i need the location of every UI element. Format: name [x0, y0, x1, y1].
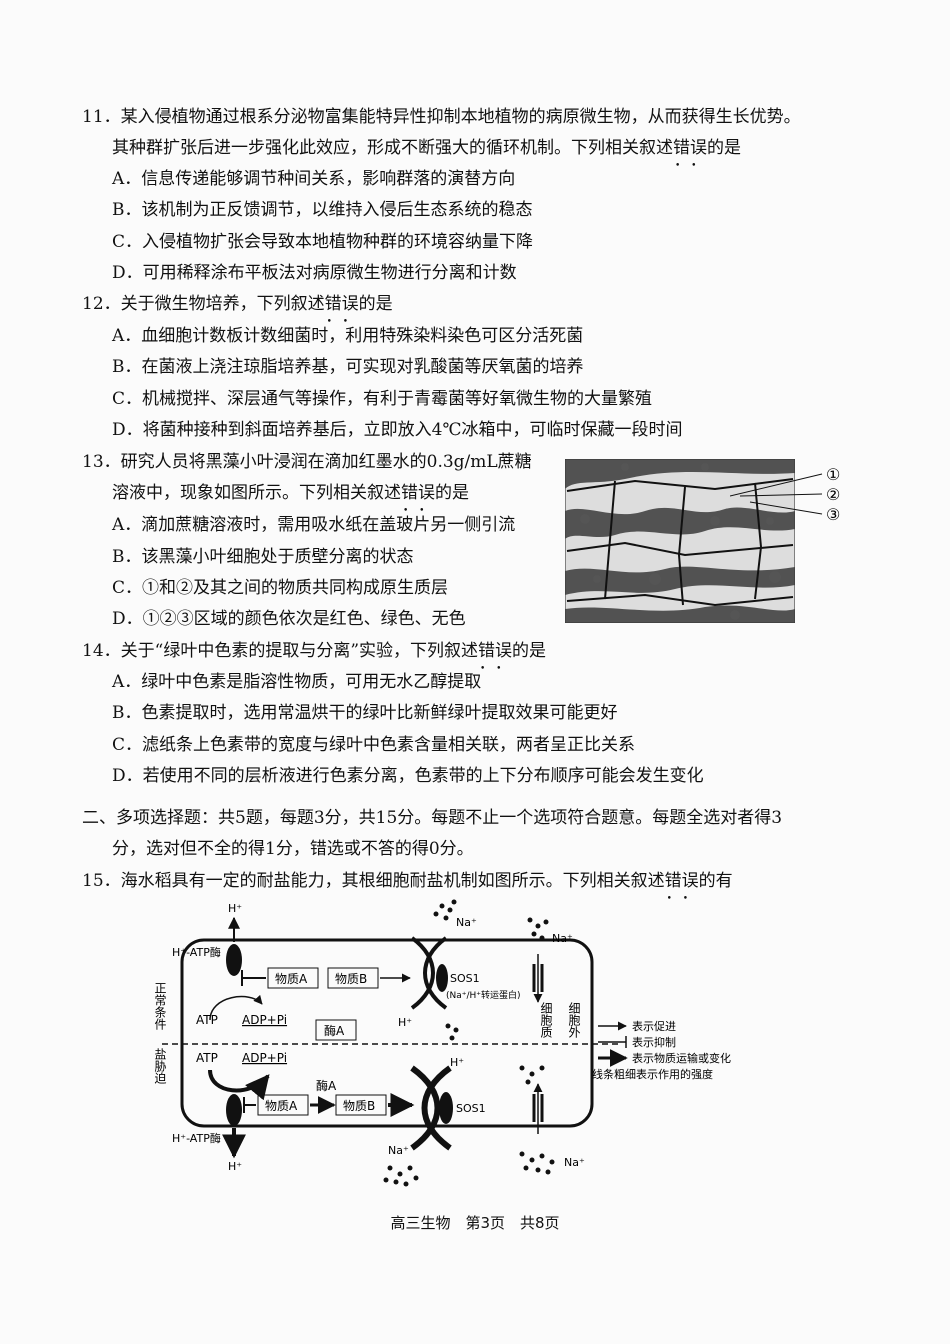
q14-option-a: A．绿叶中色素是脂溶性物质，可用无水乙醇提取: [112, 672, 482, 692]
label-salt: 盐胁迫: [153, 1048, 167, 1085]
q12-stem: 12．关于微生物培养，下列叙述错误的是: [82, 293, 393, 333]
q11-stem-end: 的是: [707, 138, 741, 158]
substance-a-top-box: [267, 967, 319, 989]
h-plus-bottom: H⁺: [228, 1160, 242, 1173]
sos1-bottom: SOS1: [456, 1102, 486, 1115]
q13-option-a: A．滴加蔗糖溶液时，需用吸水纸在盖玻片另一侧引流: [112, 515, 516, 535]
label-normal: 正常条件: [153, 982, 167, 1030]
plasmolysis-micrograph: [565, 459, 795, 623]
substance-b-bottom: 物质B: [343, 1099, 375, 1113]
q13-option-d: D．①②③区域的颜色依次是红色、绿色、无色: [112, 609, 466, 629]
adp-pi-top: ADP+Pi: [242, 1013, 287, 1027]
label-cytoplasm: 细胞质: [539, 1002, 553, 1038]
q14-option-d: D．若使用不同的层析液进行色素分离，色素带的上下分布顺序可能会发生变化: [112, 766, 704, 786]
q13-stem-line2: 溶液中，现象如图所示。下列相关叙述错误的是: [112, 482, 469, 522]
enzyme-a-bottom: 酶A: [316, 1078, 337, 1093]
q15-stem-text: 15．海水稻具有一定的耐盐能力，其根细胞耐盐机制如图所示。下列相关叙述: [82, 871, 665, 891]
h-atpase-bottom-shape: [226, 1094, 242, 1126]
q12-option-a: A．血细胞计数板计数细菌时，利用特殊染料染色可区分活死菌: [112, 326, 584, 346]
legend-promote: 表示促进: [632, 1019, 676, 1033]
substance-b-bottom-box: [335, 1094, 387, 1116]
q13-stem-end: 的是: [435, 483, 469, 503]
h-plus-sos1-top: H⁺: [398, 1016, 412, 1029]
substance-b-top: 物质B: [335, 972, 367, 986]
page-footer: 高三生物 第3页 共8页: [390, 1214, 560, 1232]
q15-stem: 15．海水稻具有一定的耐盐能力，其根细胞耐盐机制如图所示。下列相关叙述错误的有: [82, 870, 733, 910]
q14-stem: 14．关于“绿叶中色素的提取与分离”实验，下列叙述错误的是: [82, 640, 547, 680]
q15-emphasis: 错误: [665, 870, 699, 910]
h-atpase-top-shape: [226, 944, 242, 976]
q13-emphasis: 错误: [401, 482, 435, 522]
q15-stem-end: 的有: [698, 871, 733, 891]
sos1-top: SOS1: [450, 972, 480, 985]
label-2: ②: [826, 485, 840, 504]
q13-stem-text: 溶液中，现象如图所示。下列相关叙述: [112, 483, 401, 503]
atp-top: ATP: [196, 1013, 218, 1027]
enzyme-a-top-box: [315, 1019, 357, 1041]
substance-a-bottom: 物质A: [265, 1099, 298, 1113]
q14-stem-end: 的是: [512, 641, 547, 661]
q14-stem-text: 14．关于“绿叶中色素的提取与分离”实验，下列叙述: [82, 641, 479, 661]
enzyme-a-top: 酶A: [324, 1023, 345, 1038]
h-plus-top: H⁺: [228, 902, 242, 915]
q11-stem-line1: 11．某入侵植物通过根系分泌物富集能特异性抑制本地植物的病原微生物，从而获得生长…: [82, 107, 801, 127]
q14-option-b: B．色素提取时，选用常温烘干的绿叶比新鲜绿叶提取效果可能更好: [112, 703, 618, 723]
h-plus-sos1-bottom: H⁺: [450, 1056, 464, 1069]
q11-option-b: B．该机制为正反馈调节，以维持入侵后生态系统的稳态: [112, 200, 533, 220]
label-1: ①: [826, 465, 840, 484]
h-atpase-bottom-label: H⁺-ATP酶: [172, 1132, 221, 1145]
q12-emphasis: 错误: [325, 293, 359, 333]
legend-transport: 表示物质运输或变化: [632, 1051, 731, 1065]
h-atpase-top-label: H⁺-ATP酶: [172, 946, 221, 959]
q14-option-c: C．滤纸条上色素带的宽度与绿叶中色素含量相关联，两者呈正比关系: [112, 735, 636, 755]
q12-stem-text: 12．关于微生物培养，下列叙述: [82, 294, 325, 314]
q12-option-d: D．将菌种接种到斜面培养基后，立即放入4℃冰箱中，可临时保藏一段时间: [112, 420, 683, 440]
q12-option-c: C．机械搅拌、深层通气等操作，有利于青霉菌等好氧微生物的大量繁殖: [112, 389, 653, 409]
na-plus-bottom: Na⁺: [388, 1144, 409, 1157]
q11-stem-line2: 其种群扩张后进一步强化此效应，形成不断强大的循环机制。下列相关叙述错误的是: [112, 137, 741, 177]
cell-membrane: [180, 938, 594, 1128]
micrograph-labels: ① ② ③: [730, 465, 840, 522]
q11-option-a: A．信息传递能够调节种间关系，影响群落的演替方向: [112, 169, 516, 189]
q14-emphasis: 错误: [478, 640, 512, 680]
na-plus-bottom-right: Na⁺: [564, 1156, 585, 1169]
q11-stem-text: 其种群扩张后进一步强化此效应，形成不断强大的循环机制。下列相关叙述: [112, 138, 673, 158]
label-3: ③: [826, 505, 840, 522]
sos1-note: (Na⁺/H⁺转运蛋白): [446, 989, 521, 1001]
label-outside: 细胞外: [567, 1002, 581, 1038]
adp-pi-bottom: ADP+Pi: [242, 1051, 287, 1065]
substance-a-top: 物质A: [275, 972, 308, 986]
section2-line2: 分，选对但不全的得1分，错选或不答的得0分。: [112, 839, 474, 859]
na-plus-top: Na⁺: [456, 916, 477, 929]
q11-option-d: D．可用稀释涂布平板法对病原微生物进行分离和计数: [112, 263, 517, 283]
legend-strength: 线条粗细表示作用的强度: [592, 1067, 713, 1081]
q12-stem-end: 的是: [358, 294, 393, 314]
salt-tolerance-diagram: 正常条件 盐胁迫 H⁺ H⁺-ATP酶 物质A 物质B ATP ADP+Pi 酶…: [153, 899, 731, 1187]
legend-inhibit: 表示抑制: [632, 1035, 676, 1049]
q13-option-c: C．①和②及其之间的物质共同构成原生质层: [112, 578, 449, 598]
q13-stem-line1: 13．研究人员将黑藻小叶浸润在滴加红墨水的0.3g/mL蔗糖: [82, 452, 532, 472]
section2-line1: 二、多项选择题：共5题，每题3分，共15分。每题不止一个选项符合题意。每题全选对…: [82, 808, 783, 828]
substance-a-bottom-box: [257, 1094, 309, 1116]
q11-option-c: C．入侵植物扩张会导致本地植物种群的环境容纳量下降: [112, 232, 534, 252]
atp-bottom: ATP: [196, 1051, 218, 1065]
q13-option-b: B．该黑藻小叶细胞处于质壁分离的状态: [112, 547, 414, 567]
substance-b-top-box: [327, 967, 379, 989]
na-plus-top-right: Na⁺: [552, 932, 573, 945]
q12-option-b: B．在菌液上浇注琼脂培养基，可实现对乳酸菌等厌氧菌的培养: [112, 357, 584, 377]
q11-emphasis: 错误: [673, 137, 707, 177]
